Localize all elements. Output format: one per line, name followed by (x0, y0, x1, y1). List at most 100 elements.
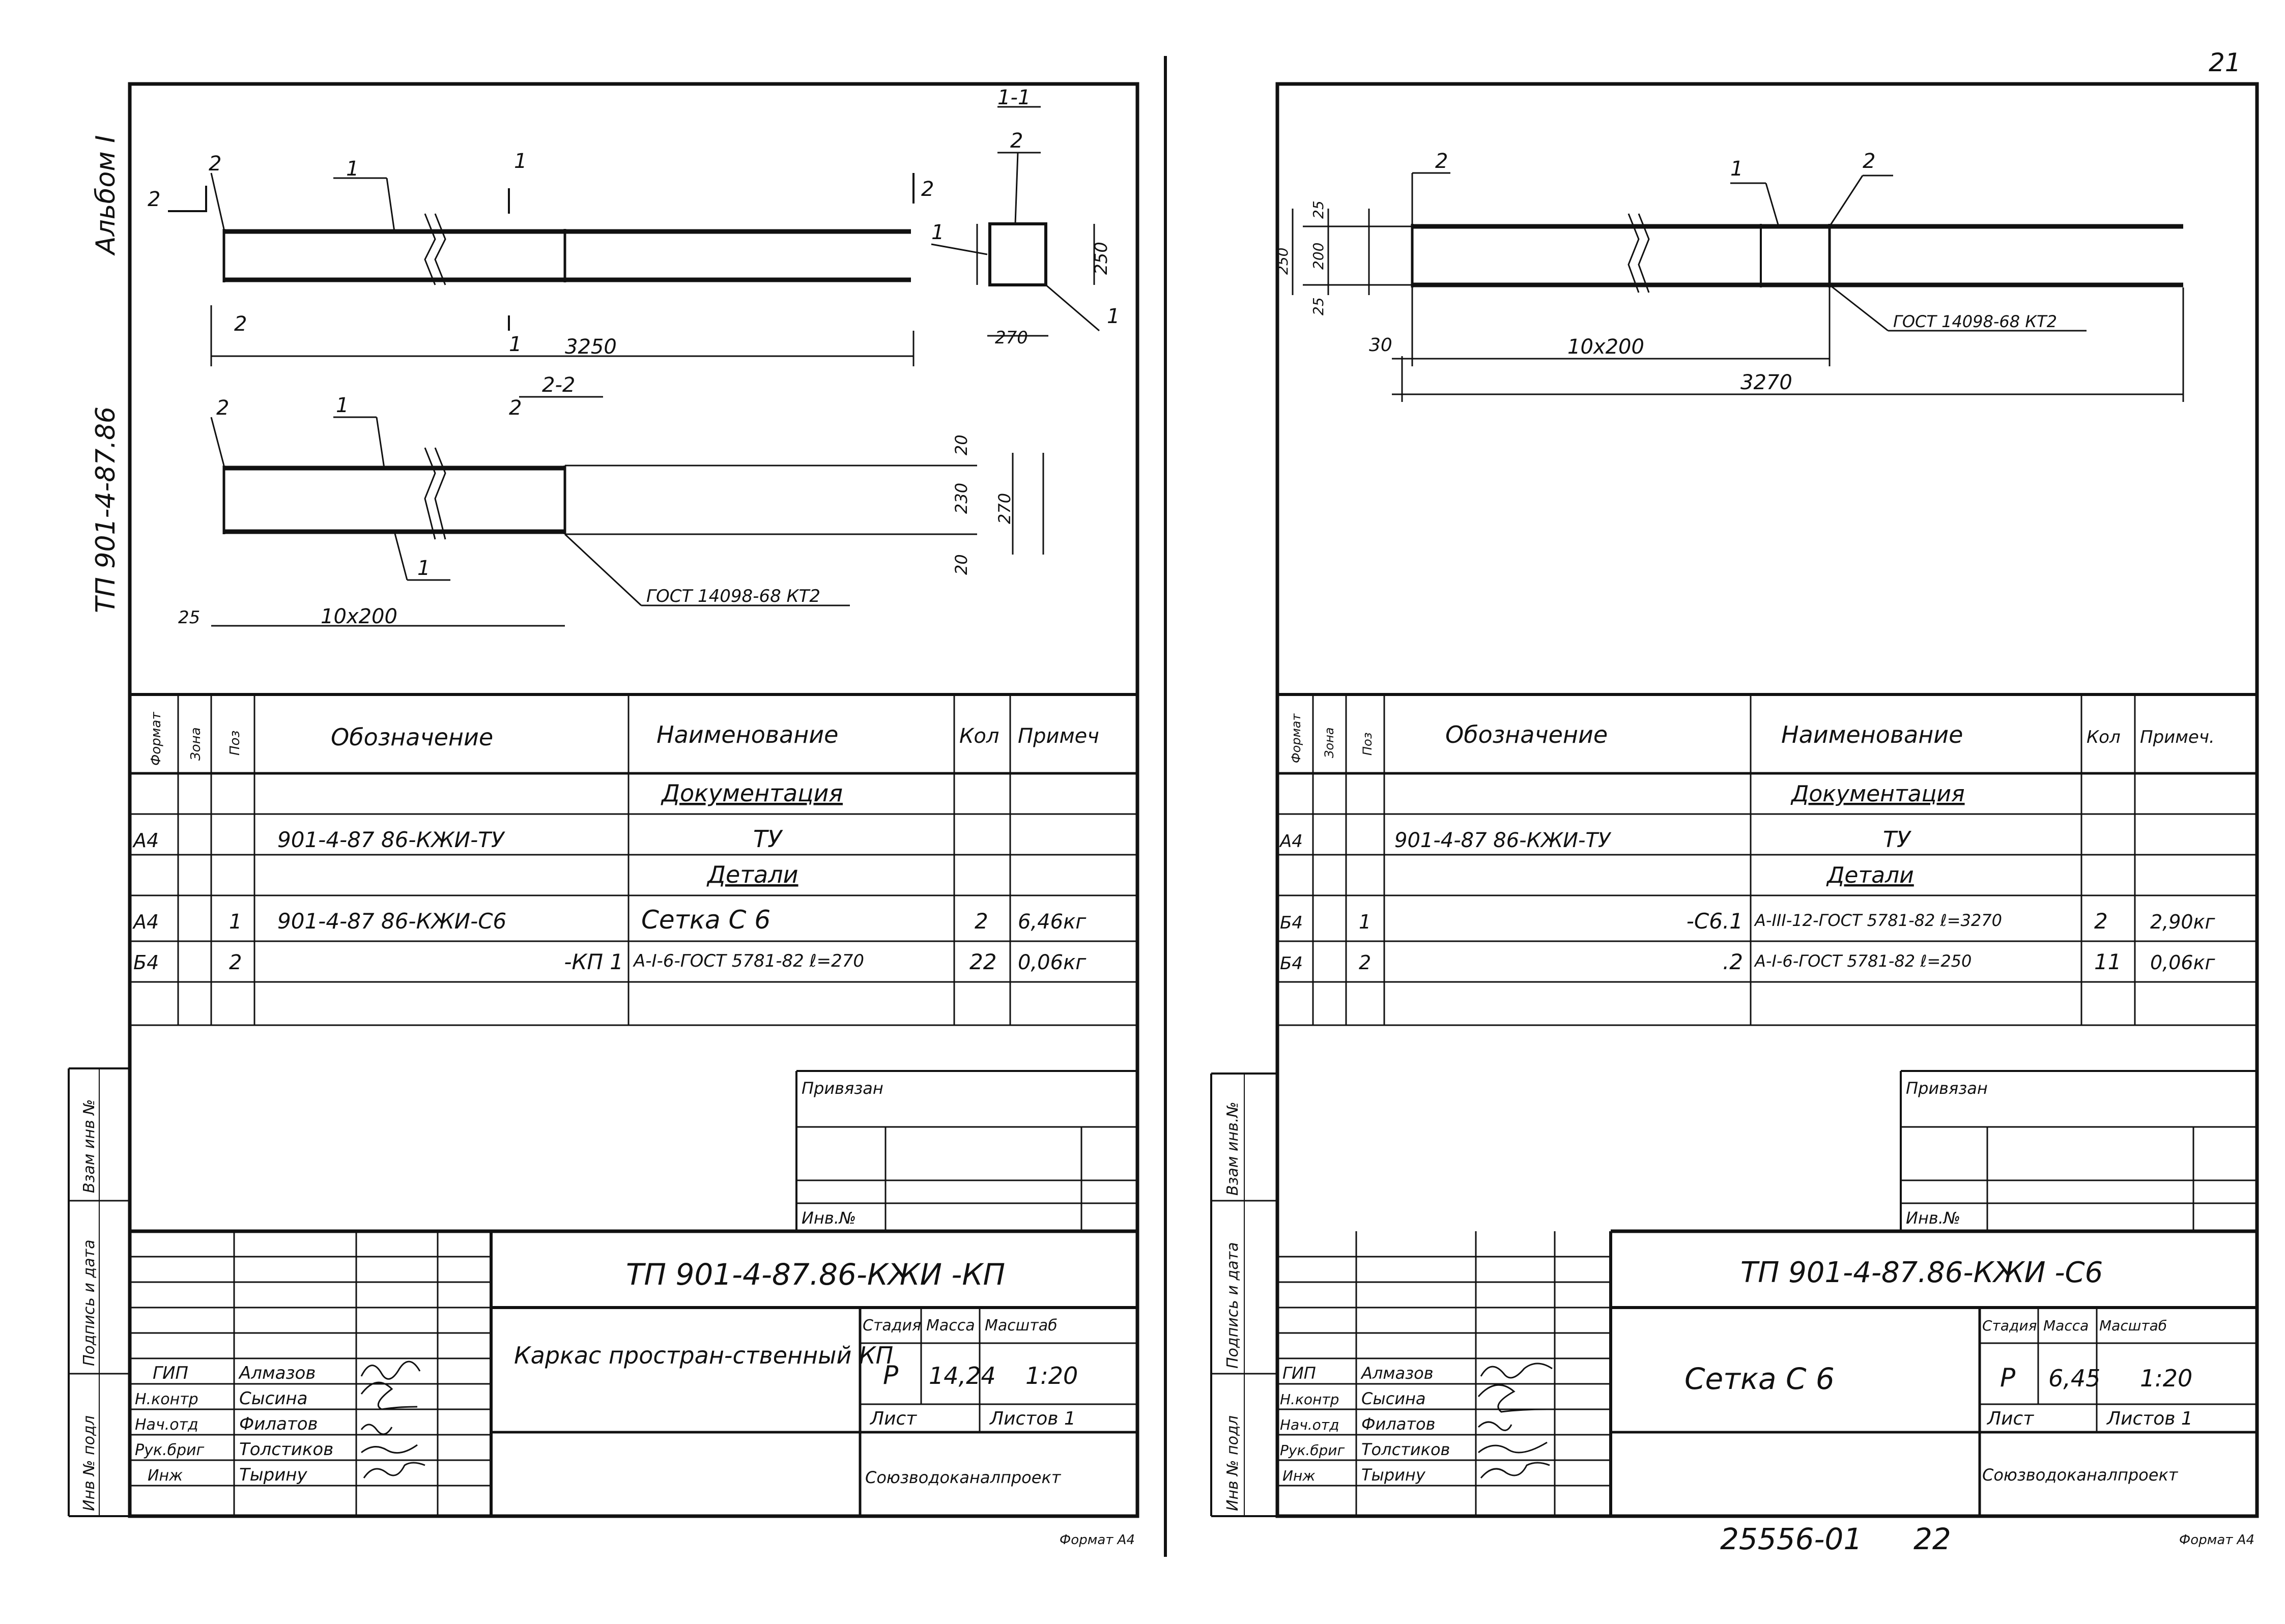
left-row2-name: Детали (706, 861, 798, 888)
left-masshtab-label: Масштаб (985, 1317, 1058, 1335)
right-row4-fmt: Б4 (1280, 953, 1303, 974)
right-hdr-des: Обозначение (1445, 721, 1608, 748)
right-row1-des: 901-4-87 86-КЖИ-ТУ (1394, 829, 1612, 852)
left-row3-name: Сетка С 6 (641, 905, 770, 935)
page-number: 21 (2209, 48, 2241, 77)
left-plan-pos2-b: 2 (509, 396, 522, 420)
left-dim-270-sec: 270 (995, 328, 1028, 348)
left-dim-20-top: 20 (952, 434, 971, 455)
right-sheet (1210, 82, 2259, 1518)
right-row3-fmt: Б4 (1280, 913, 1303, 933)
left-staff-role-2: Нач.отд (135, 1416, 198, 1434)
left-row1-name: ТУ (753, 825, 783, 853)
left-frame (128, 82, 1139, 1518)
right-staff-name-4: Тырину (1361, 1465, 1426, 1485)
right-org: Союзводоканалпроект (1982, 1465, 2179, 1485)
right-signature-4 (1480, 1462, 1550, 1478)
left-pos1-c: 1 (509, 333, 522, 356)
left-massa: 14,24 (929, 1362, 996, 1389)
left-row3-qty: 2 (975, 909, 988, 934)
left-privyazan: Привязан (802, 1079, 883, 1098)
left-sec-22: 2-2 (542, 373, 575, 397)
left-staff-name-1: Сысина (239, 1388, 307, 1409)
left-staff-name-3: Толстиков (239, 1439, 333, 1460)
right-list-label: Лист (1986, 1408, 2034, 1429)
left-row4-des: -КП 1 (564, 949, 623, 974)
left-dim-270-plan: 270 (995, 493, 1014, 524)
left-pos1-b: 1 (514, 150, 527, 173)
left-signature-0 (360, 1360, 421, 1380)
right-signature-2 (1477, 1421, 1512, 1431)
right-doc-code: ТП 901-4-87.86-КЖИ -С6 (1740, 1256, 2103, 1289)
left-plan-pos2-a: 2 (216, 396, 229, 420)
right-row2-name: Детали (1826, 862, 1914, 888)
left-dim-25: 25 (178, 607, 200, 628)
left-listov-label: Листов 1 (989, 1408, 1076, 1429)
right-row4-pos: 2 (1359, 951, 1371, 974)
right-hdr-zone: Зона (1322, 728, 1336, 758)
right-listov-label: Листов 1 (2106, 1408, 2193, 1429)
bottom-code: 25556-01 (1720, 1522, 1862, 1556)
right-row4-name: А-I-6-ГОСТ 5781-82 ℓ=250 (1754, 951, 1972, 971)
left-hdr-qty: Кол (959, 724, 999, 748)
right-signatures (1477, 1362, 1553, 1478)
left-stadia-label: Стадия (863, 1317, 921, 1335)
right-hdr-note: Примеч. (2140, 727, 2215, 747)
left-signature-1 (360, 1381, 418, 1410)
left-hdr-format: Формат (149, 712, 164, 766)
left-hdr-zone: Зона (188, 727, 204, 761)
left-plan-pos1-a: 1 (336, 394, 349, 417)
left-signature-3 (361, 1444, 418, 1454)
left-row4-name: А-I-6-ГОСТ 5781-82 ℓ=270 (633, 951, 864, 971)
right-row1-fmt: А4 (1279, 831, 1303, 852)
right-staff-role-0: ГИП (1282, 1364, 1316, 1383)
right-format: Формат А4 (2179, 1532, 2254, 1548)
left-texts: Альбом I ТП 901-4-87.86 2 2 1 1 2 2 1 32… (80, 86, 1135, 1548)
left-stadia: Р (883, 1360, 899, 1390)
left-format: Формат А4 (1060, 1532, 1135, 1548)
left-massa-label: Масса (926, 1317, 975, 1335)
left-pos2-a: 2 (148, 188, 160, 211)
right-dim-30: 30 (1369, 335, 1392, 356)
left-dim-10x200: 10x200 (321, 605, 397, 628)
left-row1-des: 901-4-87 86-КЖИ-ТУ (277, 827, 505, 852)
left-signatures (360, 1360, 425, 1478)
right-title: Сетка С 6 (1684, 1361, 1835, 1396)
left-staff-name-0: Алмазов (238, 1363, 316, 1383)
right-signature-3 (1478, 1441, 1548, 1454)
left-side-tp: ТП 901-4-87.86 (91, 407, 121, 613)
left-inv-no: Инв.№ (802, 1208, 856, 1228)
right-gost-label: ГОСТ 14098-68 КТ2 (1893, 312, 2057, 331)
right-stadia: Р (2000, 1363, 2016, 1393)
right-texts: 2 1 2 250 200 25 25 30 10x200 3270 ГОСТ … (1224, 150, 2254, 1556)
right-pos2-b: 2 (1863, 150, 1875, 173)
left-dim-230: 230 (952, 483, 971, 514)
left-side-vzam: Взам инв № (80, 1099, 98, 1193)
right-dim-250: 250 (1274, 248, 1291, 275)
right-stadia-label: Стадия (1982, 1317, 2037, 1334)
left-staff-role-3: Рук.бриг (135, 1441, 205, 1459)
right-dim-200: 200 (1310, 243, 1327, 270)
right-staff-name-3: Толстиков (1361, 1440, 1450, 1459)
left-row4-qty: 22 (969, 949, 996, 974)
right-masshtab-label: Масштаб (2099, 1317, 2167, 1334)
right-row4-des: .2 (1723, 949, 1743, 974)
left-pos2-c: 2 (921, 178, 934, 201)
right-dim-10x200: 10x200 (1567, 335, 1644, 359)
left-plan-pos1-b: 1 (417, 557, 430, 580)
right-row0-name: Документация (1790, 781, 1965, 807)
right-massa: 6,45 (2048, 1365, 2100, 1392)
left-side-podpis: Подпись и дата (80, 1240, 98, 1367)
left-sec11-pos1-b: 1 (1107, 305, 1120, 328)
left-org: Союзводоканалпроект (865, 1468, 1062, 1487)
right-signature-1 (1477, 1384, 1548, 1413)
left-dim-3250: 3250 (565, 335, 617, 359)
left-side-inv: Инв № подл (80, 1415, 98, 1511)
left-signature-4 (363, 1462, 425, 1478)
right-side-vzam: Взам инв.№ (1224, 1101, 1242, 1196)
right-dim-25-top: 25 (1310, 200, 1327, 219)
right-staff-role-2: Нач.отд (1280, 1416, 1339, 1433)
right-row3-note: 2,90кг (2150, 911, 2216, 933)
right-row3-qty: 2 (2094, 909, 2108, 934)
